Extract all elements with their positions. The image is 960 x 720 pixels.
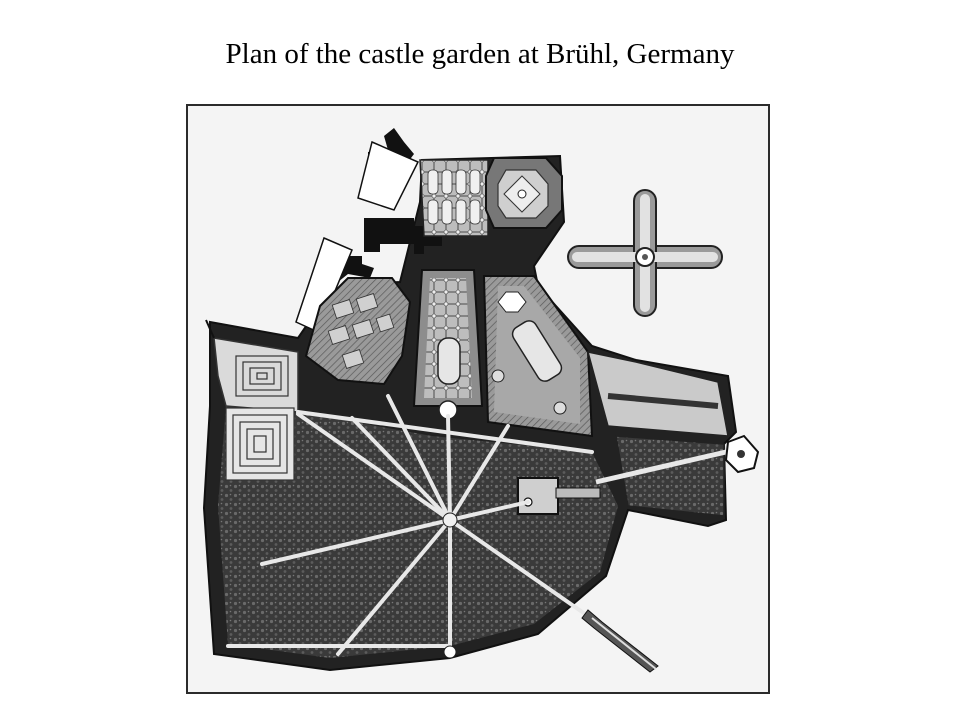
central-canal (437, 337, 461, 385)
labyrinth-upper (235, 355, 289, 397)
cross-pond (567, 189, 723, 317)
octagon-fountain (517, 189, 527, 199)
east-pavilion (724, 434, 760, 474)
garden-plan-figure (186, 104, 770, 694)
castle-outbuildings (295, 140, 420, 334)
west-parterre-beds (327, 293, 395, 369)
slide-title: Plan of the castle garden at Brühl, Germ… (225, 38, 735, 70)
hunting-lodge (517, 477, 601, 515)
east-meadow (586, 351, 729, 437)
east-canal (511, 320, 563, 382)
north-parterre-beds (427, 169, 481, 225)
labyrinth-lower (225, 407, 295, 481)
garden-plan-drawing (202, 128, 760, 673)
radial-avenues (226, 394, 594, 656)
woodland-bosquets (218, 406, 618, 658)
star-junction (442, 512, 458, 528)
